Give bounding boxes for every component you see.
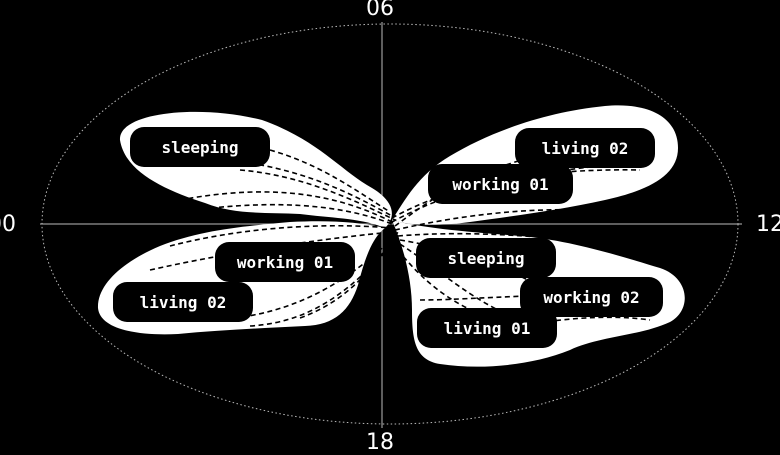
activity-label-right-working-01: working 01 [428, 164, 573, 204]
axis-label-top: 06 [366, 0, 394, 21]
activity-label-left-living-02: living 02 [113, 282, 253, 322]
axis-label-left: 00 [0, 212, 16, 237]
activity-label-right-living-02: living 02 [515, 128, 655, 168]
activity-label-left-sleeping: sleeping [130, 127, 270, 167]
axis-label-bottom: 18 [366, 430, 394, 455]
activity-label-right-sleeping: sleeping [416, 238, 556, 278]
activity-label-left-working-01: working 01 [215, 242, 355, 282]
activity-label-right-living-01: living 01 [417, 308, 557, 348]
axis-label-right: 12 [756, 212, 780, 237]
